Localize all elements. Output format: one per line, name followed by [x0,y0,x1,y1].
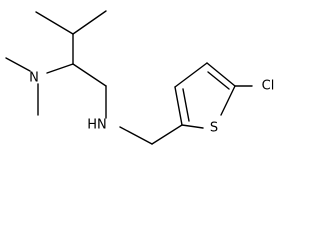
bond-n-methyl-upper [5,57,31,72]
ring-bond-c4-c5-double [207,71,230,90]
skeletal-bonds [5,10,253,145]
bond-c2-to-n [46,63,74,74]
atom-label-n-dimethyl: N [29,71,39,86]
bond-isopropyl-methyl-left [35,11,74,35]
atom-label-cl: Cl [262,79,275,94]
molecule-structure: N HN S Cl [5,10,274,145]
ring-bond-c4-c5 [206,62,236,87]
bond-linker-to-ring [151,124,183,145]
ring-bond-c2-c3 [174,86,183,126]
ring-bond-c3-c4 [174,62,208,88]
ring-bond-c2-s [181,124,204,129]
bond-c2-to-ch2 [72,63,107,87]
bond-isopropyl-methyl-right [72,10,107,35]
atom-label-nh: HN [87,118,107,133]
ring-bond-c5-s [220,85,236,116]
atom-label-s: S [210,121,218,136]
ring-bond-c2-c3-double [182,88,190,122]
bond-nh-to-linker [119,126,153,145]
atom-labels: N HN S Cl [29,71,274,136]
